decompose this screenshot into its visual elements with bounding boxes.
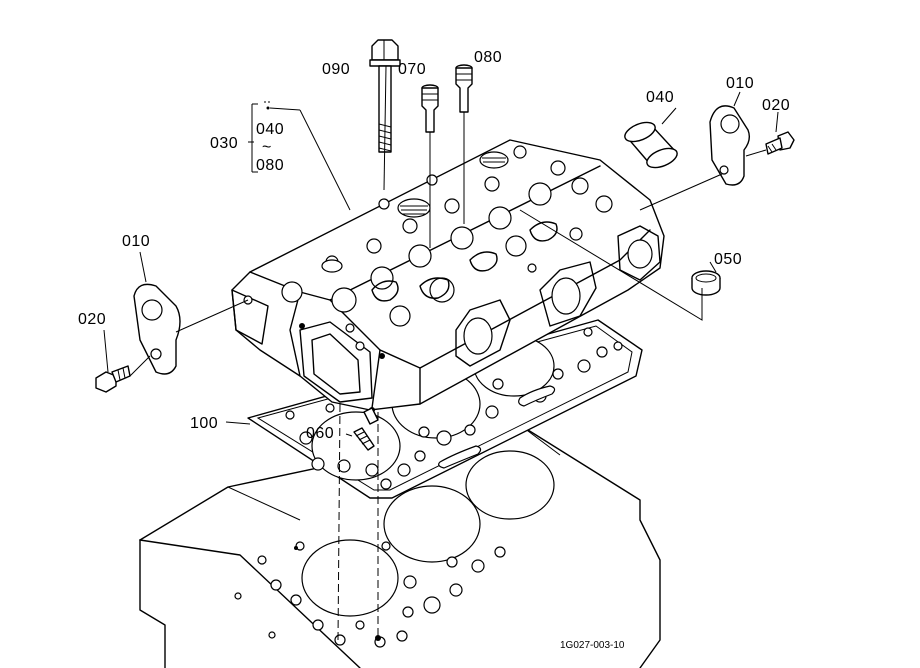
threaded-ports bbox=[321, 151, 509, 273]
label-040: 040 bbox=[646, 89, 674, 106]
part-060-stud bbox=[353, 407, 379, 451]
part-020-bolt-left bbox=[95, 365, 131, 393]
part-020-bolt-right bbox=[765, 131, 795, 155]
label-030: 030 bbox=[210, 135, 238, 152]
gasket-holes bbox=[285, 327, 623, 490]
part-040-plug bbox=[624, 121, 678, 169]
part-080-valve-guide bbox=[455, 64, 473, 113]
cylinder-head bbox=[231, 139, 665, 413]
label-050: 050 bbox=[714, 251, 742, 268]
label-070: 070 bbox=[398, 61, 426, 78]
label-020-right: 020 bbox=[762, 97, 790, 114]
label-080-top: 080 bbox=[474, 49, 502, 66]
leader-lines bbox=[103, 65, 779, 641]
figure-code: 1G027-003-10 bbox=[560, 640, 625, 651]
engine-block bbox=[139, 424, 661, 668]
label-030-range-tilde: ~ bbox=[262, 139, 272, 156]
label-090: 090 bbox=[322, 61, 350, 78]
label-020-left: 020 bbox=[78, 311, 106, 328]
label-030-range-to: 080 bbox=[256, 157, 284, 174]
bore-hole-3 bbox=[465, 450, 555, 520]
bore-hole-2 bbox=[383, 485, 481, 563]
part-010-lifting-hook-right bbox=[709, 105, 751, 186]
head-top-holes bbox=[325, 145, 613, 351]
label-030-range-from: 040 bbox=[256, 121, 284, 138]
part-010-lifting-hook-left bbox=[133, 283, 181, 375]
part-070-valve-guide bbox=[421, 84, 439, 133]
label-010-left: 010 bbox=[122, 233, 150, 250]
label-060: 060 bbox=[306, 425, 334, 442]
label-100: 100 bbox=[190, 415, 218, 432]
label-010-right: 010 bbox=[726, 75, 754, 92]
bore-hole-1 bbox=[301, 539, 399, 617]
block-bolt-holes bbox=[234, 541, 506, 648]
part-050-plug bbox=[691, 270, 721, 296]
